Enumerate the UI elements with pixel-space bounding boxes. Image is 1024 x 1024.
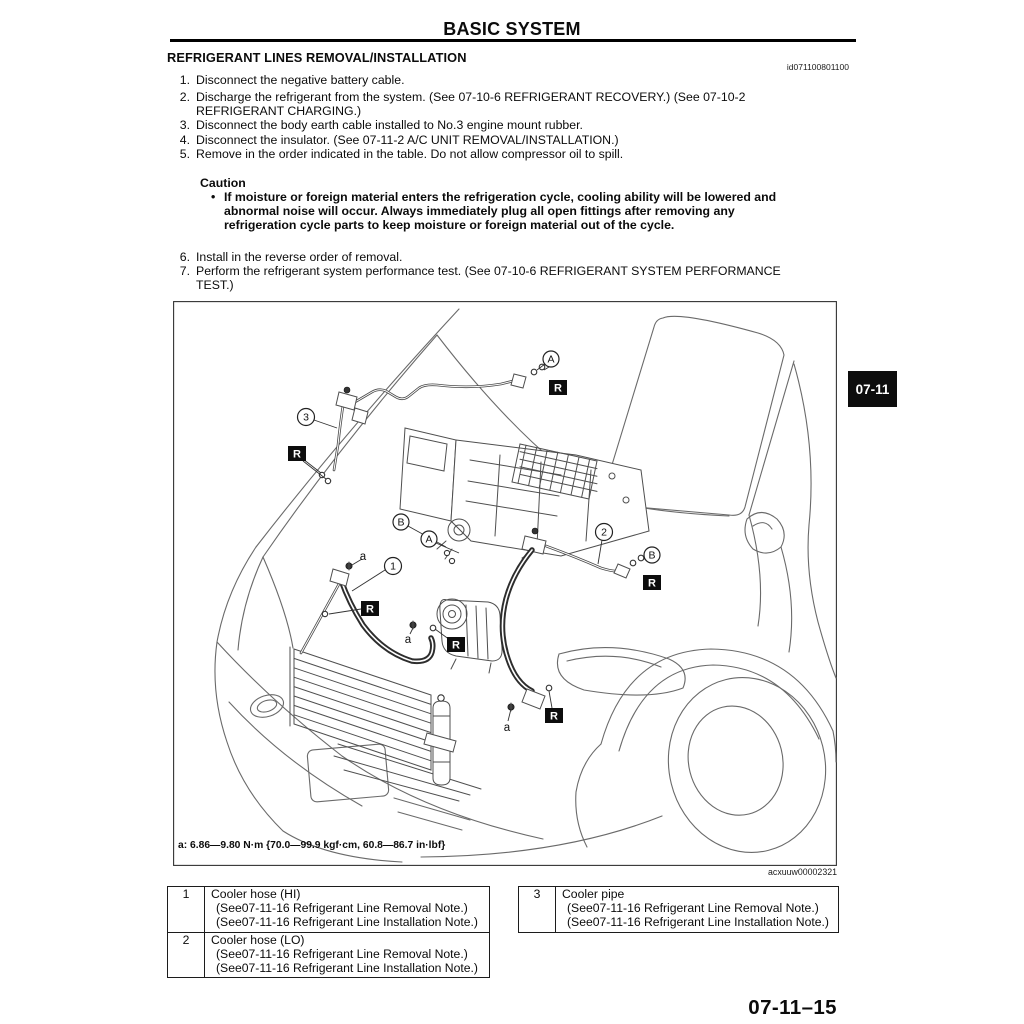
step-7: 7. Perform the refrigerant system perfor… [172, 264, 781, 293]
step-text: Disconnect the negative battery cable. [196, 73, 405, 87]
part-name: Cooler hose (HI) [211, 887, 301, 901]
callout-2: 2 [594, 522, 614, 542]
step-1: 1. Disconnect the negative battery cable… [172, 73, 405, 87]
receiver-drier [423, 694, 457, 786]
svg-text:3: 3 [303, 412, 309, 424]
step-number: 2. [179, 90, 190, 104]
svg-text:A: A [425, 534, 432, 546]
page-title: BASIC SYSTEM [443, 19, 581, 39]
svg-text:2: 2 [601, 527, 607, 539]
step-text: Disconnect the insulator. (See 07-11-2 A… [196, 133, 619, 147]
step-number: 1. [179, 73, 190, 87]
step-3: 3. Disconnect the body earth cable insta… [172, 118, 583, 132]
r-badge: R [545, 708, 563, 723]
callout-3: 3 [296, 407, 316, 427]
part-number: 1 [168, 887, 205, 932]
part-note: (See07-11-16 Refrigerant Line Removal No… [567, 900, 819, 915]
parts-table-left: 1 Cooler hose (HI) (See07-11-16 Refriger… [167, 886, 490, 979]
headlight [557, 647, 686, 696]
torque-label-a: a [504, 722, 511, 734]
section-tab: 07-11 [848, 371, 897, 407]
license-plate [306, 743, 390, 803]
part-note: (See07-11-16 Refrigerant Line Installati… [567, 914, 829, 929]
svg-text:R: R [293, 449, 301, 461]
svg-text:B: B [397, 517, 404, 529]
torque-note: a: 6.86—9.80 N·m {70.0—99.9 kgf·cm, 60.8… [178, 840, 446, 851]
part-note: (See07-11-16 Refrigerant Line Installati… [216, 960, 478, 975]
callout-b-left: B [392, 513, 410, 531]
part-note: (See07-11-16 Refrigerant Line Removal No… [216, 900, 468, 915]
doc-id: id071100801100 [786, 62, 849, 72]
callout-a-top: A [542, 350, 560, 368]
section-title: REFRIGERANT LINES REMOVAL/INSTALLATION [167, 50, 467, 65]
torque-label-a: a [360, 551, 367, 563]
svg-text:1: 1 [390, 561, 396, 573]
step-text: Install in the reverse order of removal. [196, 250, 403, 264]
front-wheel [667, 677, 827, 853]
page-number: 07-11–15 [748, 996, 837, 1019]
step-text: Remove in the order indicated in the tab… [196, 147, 624, 161]
svg-text:R: R [554, 383, 562, 395]
callout-a-left: A [420, 530, 438, 548]
part-note: (See07-11-16 Refrigerant Line Installati… [216, 914, 478, 929]
step-text: Perform the refrigerant system performan… [196, 264, 781, 293]
r-badge: R [361, 601, 379, 616]
bullet: • [211, 190, 216, 204]
r-badge: R [549, 380, 567, 395]
condenser [289, 646, 482, 802]
table-row: 3 Cooler pipe (See07-11-16 Refrigerant L… [519, 887, 838, 932]
cooler-hoses [338, 547, 535, 694]
title-rule [170, 39, 856, 42]
step-5: 5. Remove in the order indicated in the … [172, 147, 623, 161]
o-rings [318, 363, 645, 692]
r-badge: R [643, 575, 661, 590]
parts-table-right: 3 Cooler pipe (See07-11-16 Refrigerant L… [518, 886, 839, 933]
svg-text:R: R [648, 578, 656, 590]
fog-lamp [249, 694, 285, 718]
figure-id: acxuuw00002321 [768, 867, 837, 877]
svg-text:R: R [452, 640, 460, 652]
part-name: Cooler pipe [562, 887, 625, 901]
step-number: 6. [179, 250, 190, 264]
r-badge: R [447, 637, 465, 652]
step-2: 2. Discharge the refrigerant from the sy… [172, 90, 746, 119]
pipe-fittings [329, 373, 631, 710]
step-text: Disconnect the body earth cable installe… [196, 118, 583, 132]
bolts [343, 386, 539, 712]
torque-label-a: a [405, 634, 412, 646]
step-number: 7. [179, 264, 190, 278]
table-row: 1 Cooler hose (HI) (See07-11-16 Refriger… [168, 887, 489, 933]
caution-item: • If moisture or foreign material enters… [211, 190, 777, 232]
table-row: 2 Cooler hose (LO) (See07-11-16 Refriger… [168, 932, 489, 978]
step-number: 4. [179, 133, 190, 147]
caution-text: If moisture or foreign material enters t… [224, 190, 777, 232]
svg-text:B: B [648, 550, 655, 562]
svg-text:R: R [366, 604, 374, 616]
car-body-outline [214, 308, 837, 863]
callout-1: 1 [383, 556, 403, 576]
step-6: 6. Install in the reverse order of remov… [172, 250, 403, 264]
svg-text:R: R [550, 711, 558, 723]
caution-label: Caution [200, 176, 246, 190]
part-note: (See07-11-16 Refrigerant Line Removal No… [216, 946, 468, 961]
svg-text:A: A [547, 354, 554, 366]
r-badge: R [288, 446, 306, 461]
callout-b-right: B [643, 546, 661, 564]
step-4: 4. Disconnect the insulator. (See 07-11-… [172, 133, 619, 147]
step-number: 3. [179, 118, 190, 132]
figure-frame [173, 301, 837, 866]
part-number: 2 [168, 932, 205, 978]
step-text: Discharge the refrigerant from the syste… [196, 90, 746, 119]
step-number: 5. [179, 147, 190, 161]
figure-diagram: 1 2 3 A B A B [173, 301, 837, 866]
part-name: Cooler hose (LO) [211, 932, 305, 947]
part-number: 3 [519, 887, 556, 932]
